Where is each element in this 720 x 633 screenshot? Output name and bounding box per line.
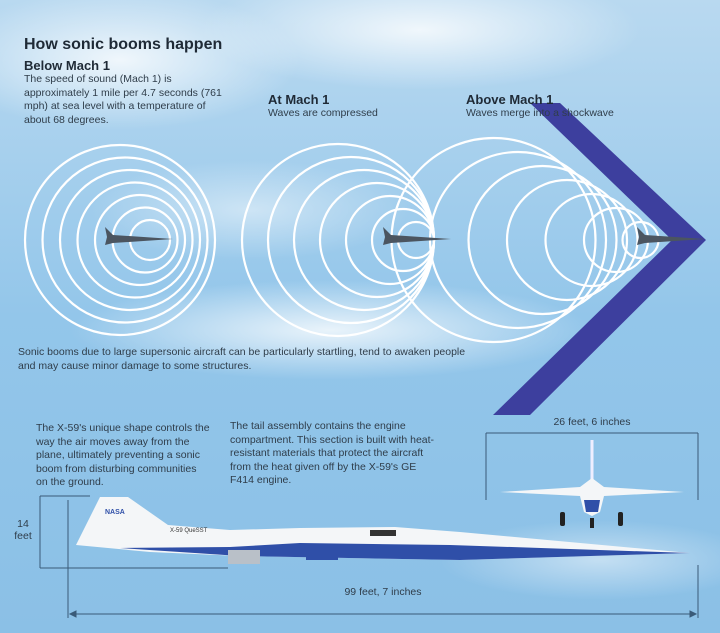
length-label: 99 feet, 7 inches bbox=[344, 586, 422, 598]
panel-heading: Below Mach 1 bbox=[24, 58, 110, 73]
dimension-lines bbox=[39, 432, 699, 618]
height-unit: feet bbox=[14, 530, 32, 542]
panel-text: Waves merge into a shockwave bbox=[466, 107, 614, 119]
jet-silhouette bbox=[105, 227, 173, 245]
jet-silhouettes bbox=[105, 227, 705, 245]
height-value: 14 bbox=[17, 518, 29, 530]
wave-circle bbox=[76, 181, 194, 299]
wave-circle bbox=[58, 168, 202, 312]
callout-tail: The tail assembly contains the engine co… bbox=[230, 420, 435, 486]
wave-circle bbox=[93, 193, 187, 287]
wingspan-label: 26 feet, 6 inches bbox=[553, 416, 631, 428]
sonic-boom-note: Sonic booms due to large supersonic airc… bbox=[18, 346, 466, 372]
panel-heading: Above Mach 1 bbox=[466, 92, 554, 107]
x59-side-view: NASA X-59 QueSST bbox=[76, 497, 690, 564]
wave-circle bbox=[544, 192, 639, 288]
x59-front-view bbox=[500, 440, 684, 528]
aircraft-label: X-59 QueSST bbox=[170, 528, 208, 534]
wave-circle bbox=[23, 143, 217, 337]
panel-at-mach-1: At Mach 1 Waves are compressed bbox=[268, 92, 448, 121]
panel-text: Waves are compressed bbox=[268, 107, 378, 119]
callout-shape: The X-59's unique shape controls the way… bbox=[36, 422, 210, 488]
shockwave-shape bbox=[493, 103, 706, 415]
wave-circle bbox=[467, 164, 618, 316]
svg-text:NASA: NASA bbox=[105, 509, 125, 516]
height-label: 14 feet bbox=[10, 518, 36, 542]
panel-below-mach-1: Below Mach 1 The speed of sound (Mach 1)… bbox=[24, 58, 224, 127]
panel-text: The speed of sound (Mach 1) is approxima… bbox=[24, 73, 222, 126]
wave-circle bbox=[505, 178, 629, 302]
wave-circle bbox=[41, 156, 209, 324]
jet-silhouette bbox=[383, 227, 451, 245]
jet-silhouette bbox=[637, 227, 705, 245]
panel-heading: At Mach 1 bbox=[268, 92, 330, 107]
panel-above-mach-1: Above Mach 1 Waves merge into a shockwav… bbox=[466, 92, 686, 121]
page-title: How sonic booms happen bbox=[24, 36, 223, 53]
